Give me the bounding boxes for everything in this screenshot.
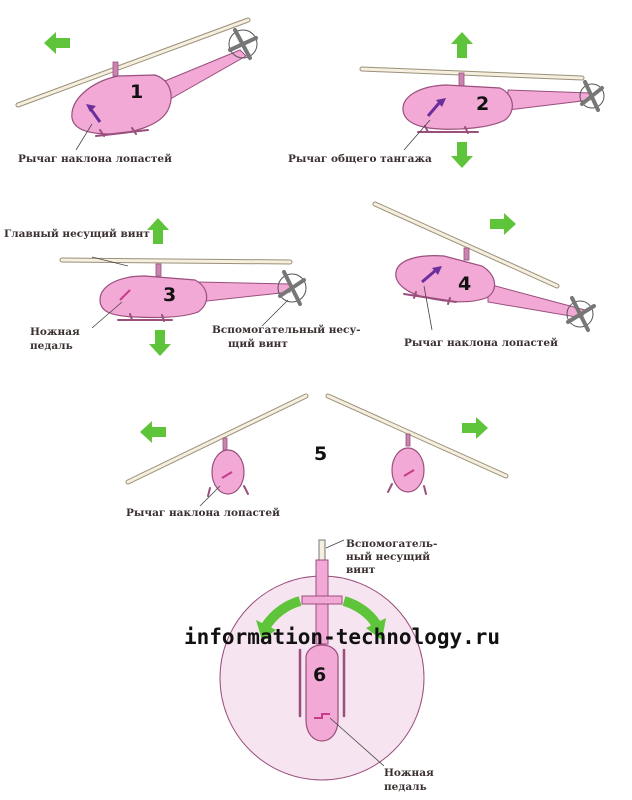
arrow-right-icon xyxy=(490,213,516,235)
label-foot-pedal-1: Ножная xyxy=(30,326,80,338)
panel-5: 5 Рычаг наклона лопастей xyxy=(125,393,509,519)
helicopter-body-front xyxy=(391,447,425,493)
panel-number: 2 xyxy=(476,93,489,115)
watermark-text: information-technology.ru xyxy=(184,625,500,649)
label-foot-pedal-2: педаль xyxy=(30,340,73,352)
label-tail-rotor-1: Вспомогательный несу- xyxy=(212,324,361,336)
panel-3: 3 Главный несущий винт Ножная педаль Всп… xyxy=(4,218,361,356)
panel-number: 5 xyxy=(314,443,327,465)
label-tail-rotor-3: винт xyxy=(346,564,376,576)
label-foot-pedal-1: Ножная xyxy=(384,767,434,779)
label-tail-rotor-1: Вспомогатель- xyxy=(346,538,437,550)
arrow-down-icon xyxy=(451,142,473,168)
main-rotor-blade xyxy=(373,202,559,288)
panel-number: 1 xyxy=(130,81,143,103)
label-main-rotor: Главный несущий винт xyxy=(4,228,150,240)
label-collective-lever: Рычаг общего тангажа xyxy=(288,153,432,165)
label-cyclic-lever: Рычаг наклона лопастей xyxy=(404,337,558,349)
helicopter-body-front xyxy=(211,449,245,495)
helicopter-body xyxy=(395,255,496,303)
main-rotor-blade xyxy=(126,394,308,484)
panel-2: 2 Рычаг общего тангажа xyxy=(288,32,605,168)
arrow-left-icon xyxy=(44,32,70,54)
panel-1: 1 Рычаг наклона лопастей xyxy=(15,17,258,165)
arrow-up-icon xyxy=(147,218,169,244)
arrow-down-icon xyxy=(149,330,171,356)
label-foot-pedal-2: педаль xyxy=(384,781,427,793)
label-tail-rotor-2: щий винт xyxy=(228,338,288,350)
panel-6: 6 Вспомогатель- ный несущий винт Ножная … xyxy=(219,538,437,793)
panel-number: 6 xyxy=(313,664,326,686)
arrow-up-icon xyxy=(451,32,473,58)
main-rotor-blade xyxy=(60,258,292,264)
helicopter-body-top xyxy=(305,644,339,742)
helicopter-body xyxy=(402,84,513,130)
label-cyclic-lever: Рычаг наклона лопастей xyxy=(18,153,172,165)
helicopter-body xyxy=(99,275,208,319)
arrow-right-icon xyxy=(462,417,488,439)
panel-number: 4 xyxy=(458,273,471,295)
panel-4: 4 Рычаг наклона лопастей xyxy=(372,201,596,349)
label-cyclic-lever: Рычаг наклона лопастей xyxy=(126,507,280,519)
rotate-left-arrow-icon xyxy=(256,620,276,640)
panel-number: 3 xyxy=(163,284,176,306)
main-rotor-blade xyxy=(360,67,584,80)
main-rotor-blade xyxy=(326,394,508,478)
main-rotor-blade xyxy=(16,18,250,107)
label-tail-rotor-2: ный несущий xyxy=(346,551,430,563)
rotate-right-arrow-icon xyxy=(366,618,386,640)
arrow-left-icon xyxy=(140,421,166,443)
